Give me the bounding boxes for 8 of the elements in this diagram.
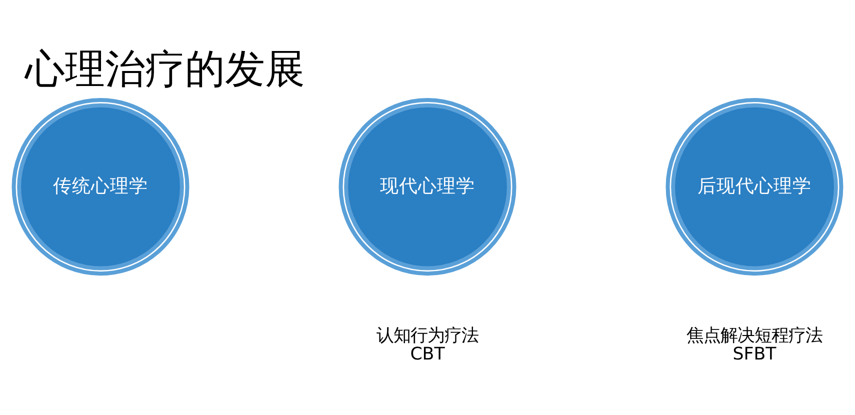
diagram-title: 心理治疗的发展	[25, 46, 306, 93]
node-circle: 后现代心理学	[666, 98, 844, 276]
node-label: 认知行为疗法	[376, 326, 478, 346]
node-label: SFBT	[732, 344, 776, 365]
node-circle: 现代心理学	[338, 98, 516, 276]
node-label: 焦点解决短程疗法	[686, 326, 822, 346]
node-circle: 传统心理学	[12, 98, 190, 276]
node-label: CBT	[410, 344, 445, 365]
